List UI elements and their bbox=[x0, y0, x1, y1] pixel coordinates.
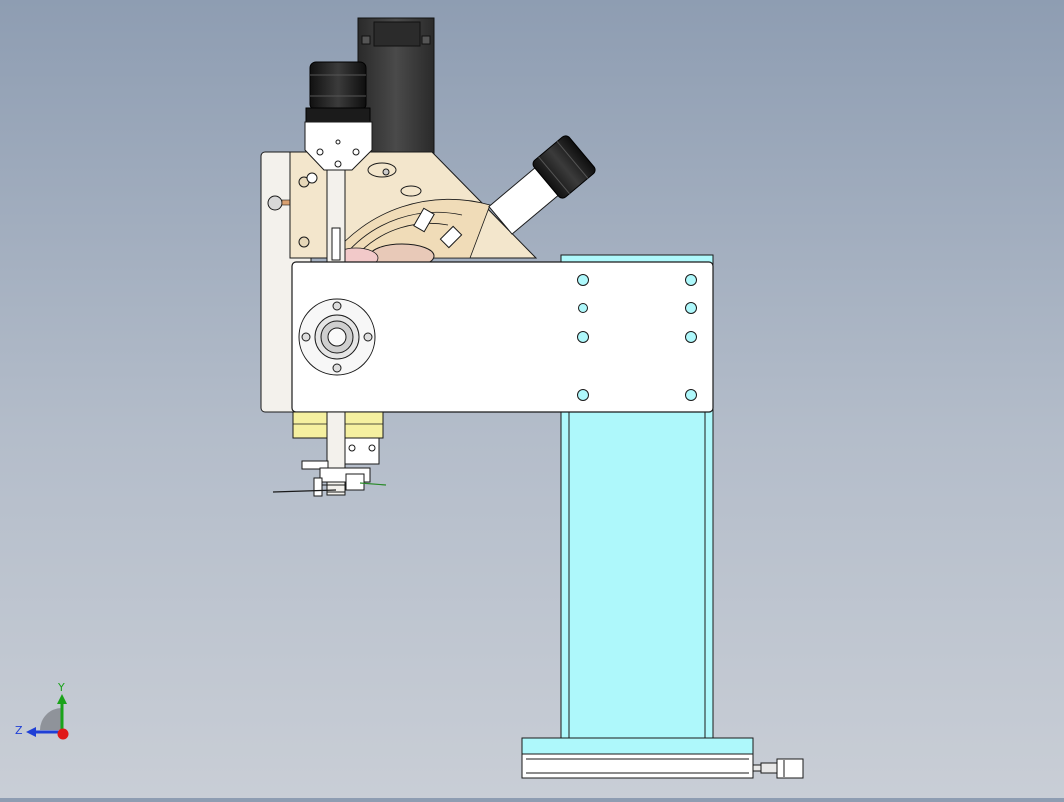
bolt-hole bbox=[577, 331, 589, 343]
front-plate bbox=[291, 261, 714, 413]
bolt-hole bbox=[685, 389, 697, 401]
base-plate bbox=[521, 737, 754, 779]
bolt-hole bbox=[685, 331, 697, 343]
bolt-hole bbox=[577, 274, 589, 286]
y-axis-label: Y bbox=[57, 681, 65, 694]
bolt-hole bbox=[578, 303, 588, 313]
rotary-gear-plate bbox=[289, 151, 538, 269]
base-fitting bbox=[752, 758, 804, 779]
bolt-hole bbox=[685, 302, 697, 314]
z-axis-label: Z bbox=[15, 724, 23, 737]
top-camera bbox=[305, 61, 371, 123]
bearing-flange bbox=[298, 298, 376, 376]
coordinate-triad: Y Z bbox=[15, 681, 69, 740]
bolt-hole bbox=[685, 274, 697, 286]
tool-tip bbox=[272, 460, 387, 497]
bolt-hole bbox=[577, 389, 589, 401]
x-axis-dot bbox=[57, 728, 69, 740]
angled-camera bbox=[488, 135, 596, 235]
camera-bracket bbox=[304, 121, 373, 171]
